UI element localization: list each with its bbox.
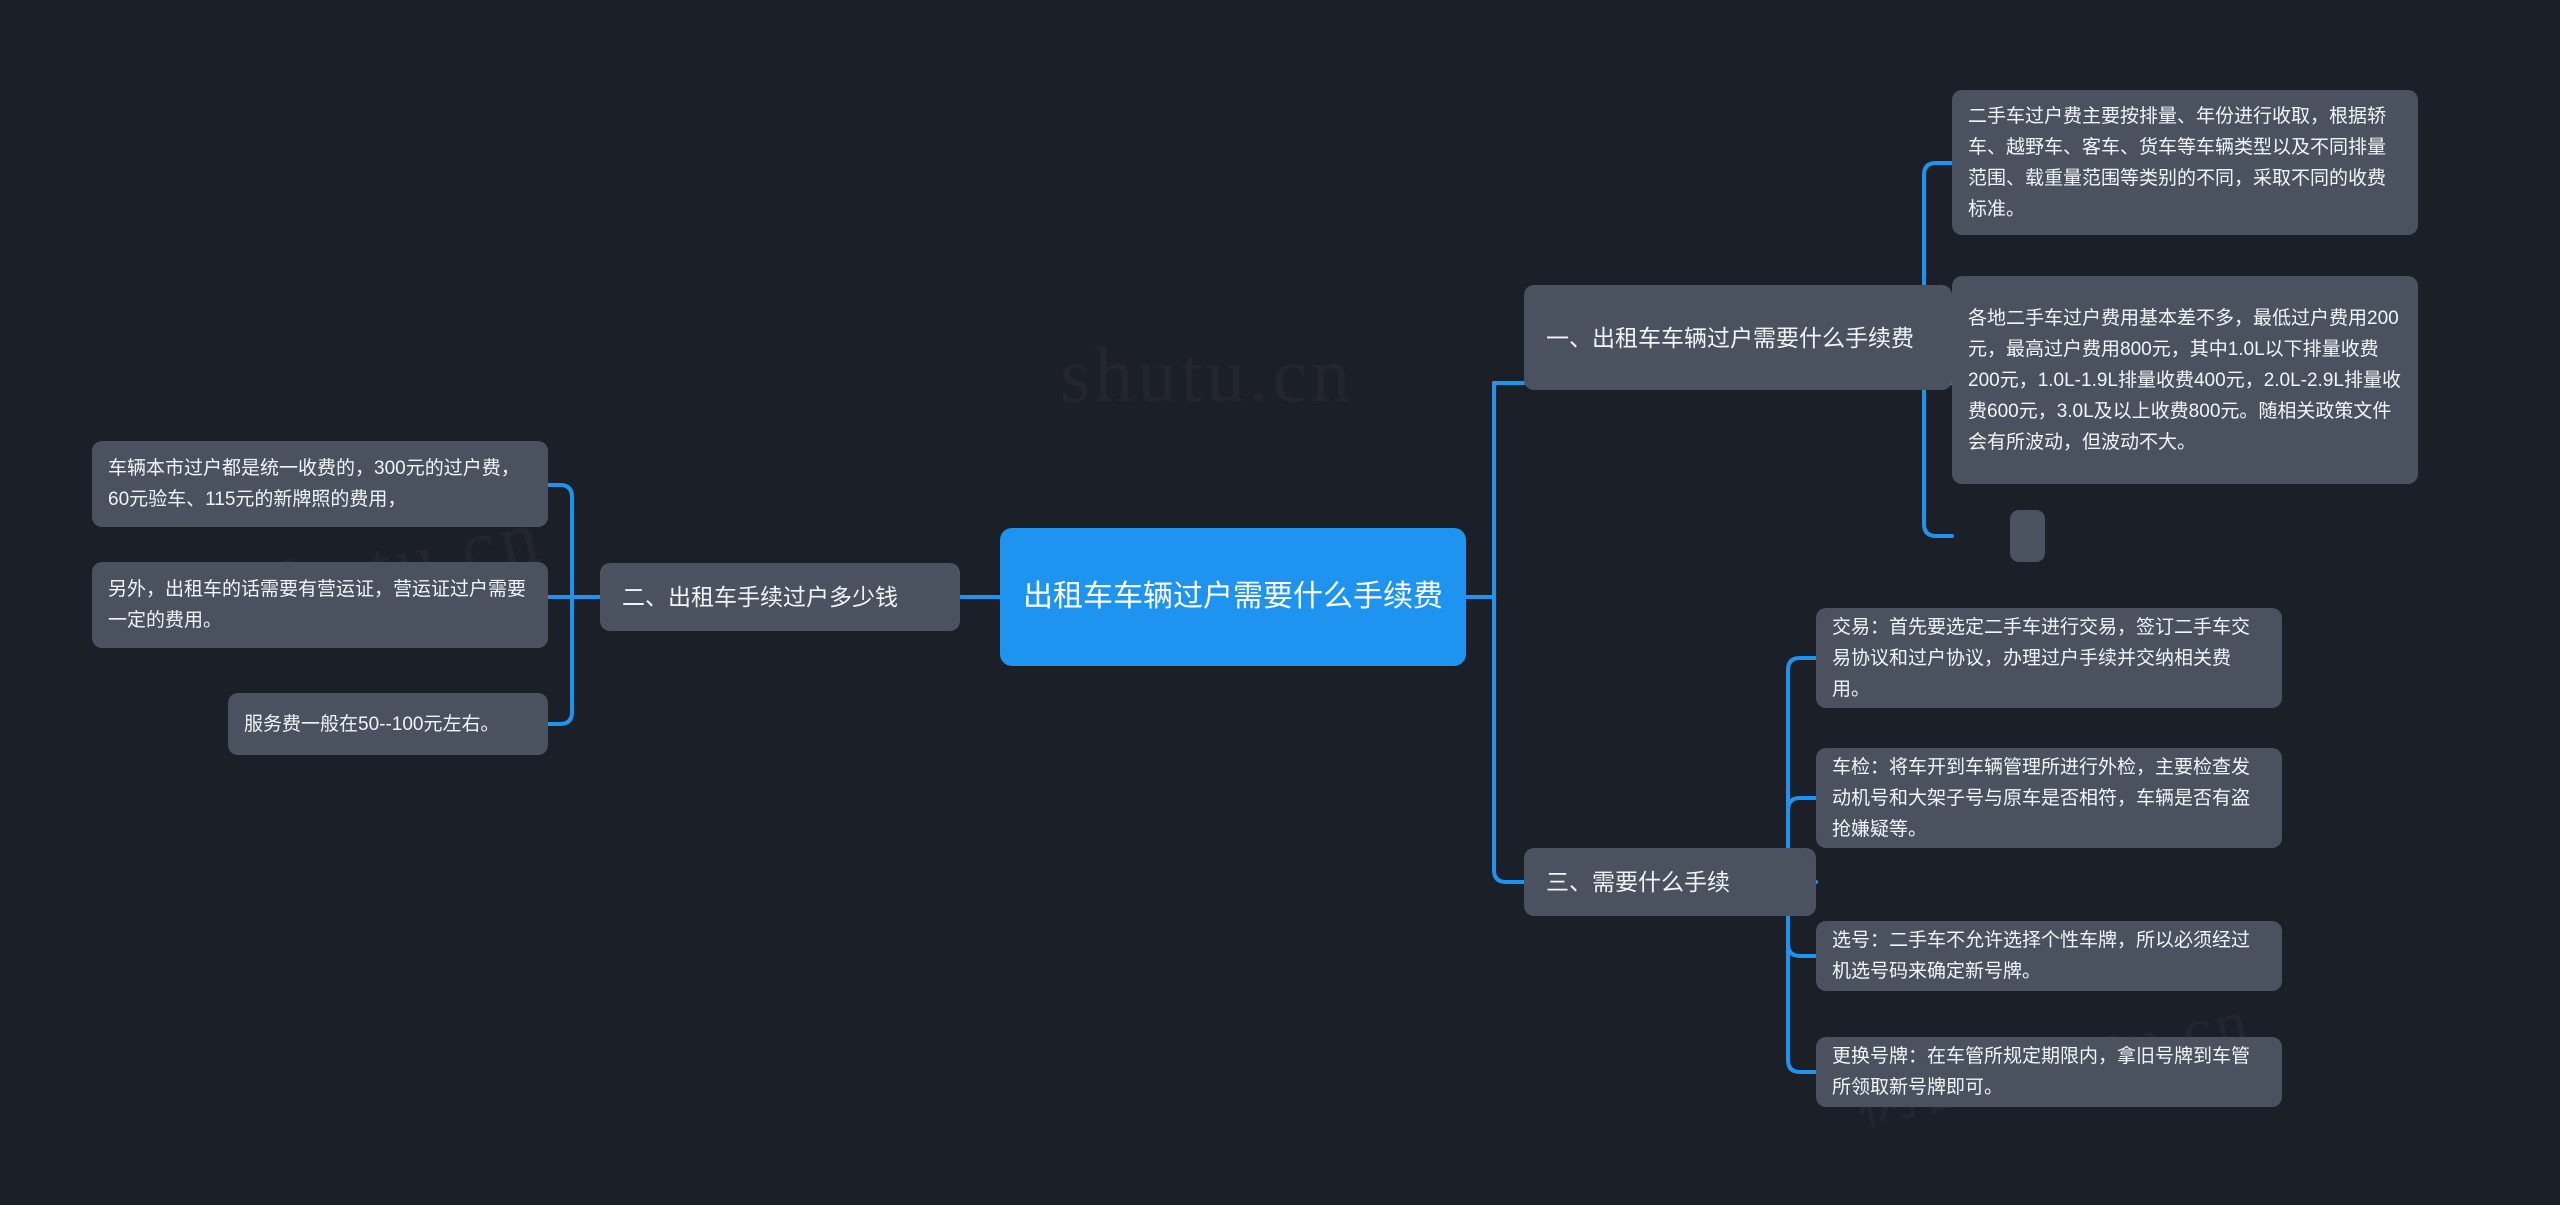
- root-node-label: 出租车车辆过户需要什么手续费: [1023, 580, 1443, 613]
- leaf-node[interactable]: 各地二手车过户费用基本差不多，最低过户费用200元，最高过户费用800元，其中1…: [1952, 276, 2418, 484]
- leaf-node-label: 车检：将车开到车辆管理所进行外检，主要检查发动机号和大架子号与原车是否相符，车辆…: [1832, 756, 2251, 840]
- leaf-node-label: 选号：二手车不允许选择个性车牌，所以必须经过机选号码来确定新号牌。: [1832, 930, 2251, 982]
- leaf-node[interactable]: 更换号牌：在车管所规定期限内，拿旧号牌到车管所领取新号牌即可。: [1816, 1037, 2282, 1107]
- leaf-node-label: 二手车过户费主要按排量、年份进行收取，根据轿车、越野车、客车、货车等车辆类型以及…: [1968, 105, 2387, 220]
- branch-node-what-procedures[interactable]: 三、需要什么手续: [1524, 848, 1816, 916]
- edge-root-right-up: [1464, 381, 1496, 599]
- leaf-node-label: 交易：首先要选定二手车进行交易，签订二手车交易协议和过户协议，办理过户手续并交纳…: [1832, 616, 2251, 700]
- leaf-node-label: 更换号牌：在车管所规定期限内，拿旧号牌到车管所领取新号牌即可。: [1832, 1046, 2251, 1098]
- leaf-node-empty[interactable]: [2010, 510, 2045, 562]
- leaf-node[interactable]: 交易：首先要选定二手车进行交易，签订二手车交易协议和过户协议，办理过户手续并交纳…: [1816, 608, 2282, 708]
- leaf-node[interactable]: 车辆本市过户都是统一收费的，300元的过户费，60元验车、115元的新牌照的费用…: [92, 441, 548, 527]
- leaf-node-label: 另外，出租车的话需要有营运证，营运证过户需要一定的费用。: [108, 579, 527, 631]
- branch-node-label: 一、出租车车辆过户需要什么手续费: [1546, 324, 1914, 351]
- leaf-node-label: 服务费一般在50--100元左右。: [244, 713, 500, 735]
- branch-node-label: 三、需要什么手续: [1546, 869, 1730, 895]
- watermark-text: shutu.cn: [1060, 330, 1354, 420]
- branch-node-label: 二、出租车手续过户多少钱: [622, 584, 898, 610]
- leaf-node-label: 车辆本市过户都是统一收费的，300元的过户费，60元验车、115元的新牌照的费用…: [108, 458, 520, 510]
- edge-root-right-down: [1492, 595, 1526, 884]
- branch-node-taxi-transfer-cost[interactable]: 二、出租车手续过户多少钱: [600, 563, 960, 631]
- leaf-node-label: 各地二手车过户费用基本差不多，最低过户费用200元，最高过户费用800元，其中1…: [1968, 307, 2401, 453]
- edge-right-b1-c3: [1922, 381, 1954, 538]
- leaf-node[interactable]: 服务费一般在50--100元左右。: [228, 693, 548, 755]
- root-node[interactable]: 出租车车辆过户需要什么手续费: [1000, 528, 1466, 666]
- edge-left-child3: [546, 595, 574, 726]
- leaf-node[interactable]: 选号：二手车不允许选择个性车牌，所以必须经过机选号码来确定新号牌。: [1816, 921, 2282, 991]
- leaf-node[interactable]: 另外，出租车的话需要有营运证，营运证过户需要一定的费用。: [92, 562, 548, 648]
- leaf-node[interactable]: 车检：将车开到车辆管理所进行外检，主要检查发动机号和大架子号与原车是否相符，车辆…: [1816, 748, 2282, 848]
- leaf-node[interactable]: 二手车过户费主要按排量、年份进行收取，根据轿车、越野车、客车、货车等车辆类型以及…: [1952, 90, 2418, 235]
- branch-node-required-procedures-fee[interactable]: 一、出租车车辆过户需要什么手续费: [1524, 285, 1952, 390]
- edge-left-child1: [546, 483, 574, 599]
